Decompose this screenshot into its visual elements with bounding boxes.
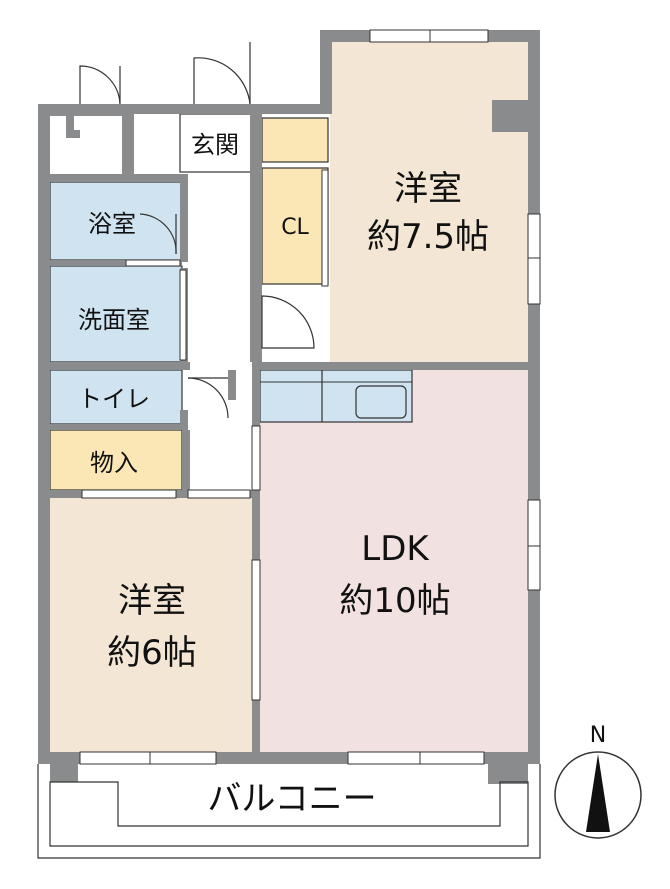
compass-needle-icon [586,754,610,832]
room-entrance-floor [179,113,257,173]
room-ldk-floor [260,370,528,752]
label-ldk-name: LDK [361,529,430,569]
balcony [37,764,541,859]
label-ldk-size: 約10帖 [339,581,450,621]
label-bedroom1-name: 洋室 [394,169,462,209]
label-bedroom2-name: 洋室 [118,581,186,621]
floors [49,42,528,752]
room-bedroom-6-floor [50,498,254,752]
room-bedroom-7-5-floor [330,42,528,362]
compass: N [554,723,642,839]
kitchen-sink [355,385,407,419]
label-balcony: バルコニー [207,779,376,819]
windows [79,29,541,765]
compass-north-label: N [590,723,606,748]
label-bedroom2-size: 約6帖 [107,633,197,673]
room-storage-floor [49,429,183,491]
label-toilet: トイレ [78,385,150,413]
label-washroom: 洗面室 [78,306,150,334]
label-bath: 浴室 [88,210,136,238]
label-bedroom1-size: 約7.5帖 [367,217,489,257]
label-closet: CL [281,215,309,240]
label-storage: 物入 [90,449,138,477]
kitchen-counter [259,369,413,423]
label-genkan: 玄関 [191,131,239,159]
doors [79,42,315,419]
